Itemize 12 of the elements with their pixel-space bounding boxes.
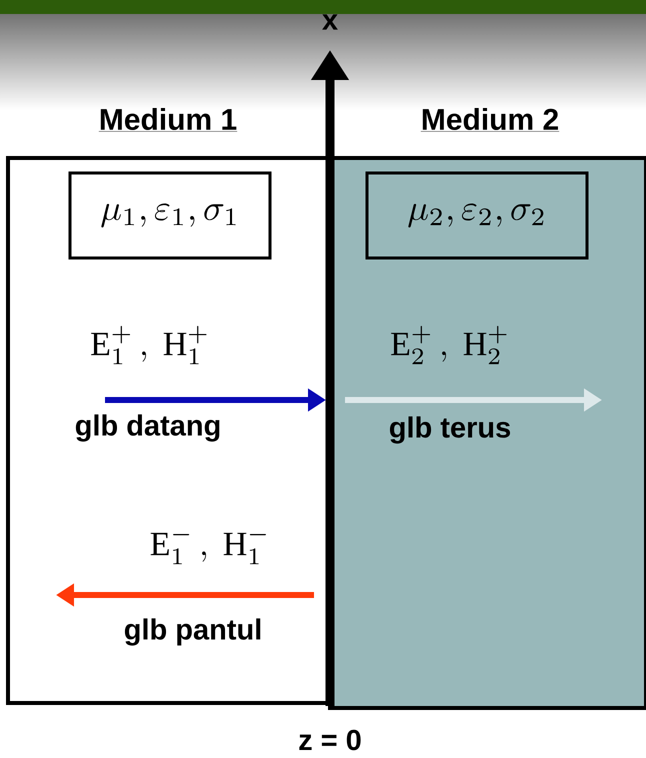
node-label: Medium 1 [100,108,236,130]
node-label: Medium 2 [422,108,558,130]
interface-label: z = 0 [299,730,361,750]
axis-label: x [322,14,338,30]
wave-label: glb pantul [124,618,260,646]
parameter-box: $\mu_1 , \varepsilon_1 , \sigma_1$ [68,172,272,260]
parameter-box: $\mu_2 , \varepsilon_2 , \sigma_2$ [366,172,588,260]
wave-label: glb terus [390,416,510,444]
field-label: $\mathrm{E}_1^+ \, , \ \mathrm{H}_1^+$ [91,326,206,364]
field-label: $\mathrm{E}_1^- \, , \ \mathrm{H}_1^-$ [150,532,266,564]
field-label: $\mathrm{E}_2^+ \, , \ \mathrm{H}_2^+$ [391,326,506,364]
wave-label: glb datang [76,414,220,442]
